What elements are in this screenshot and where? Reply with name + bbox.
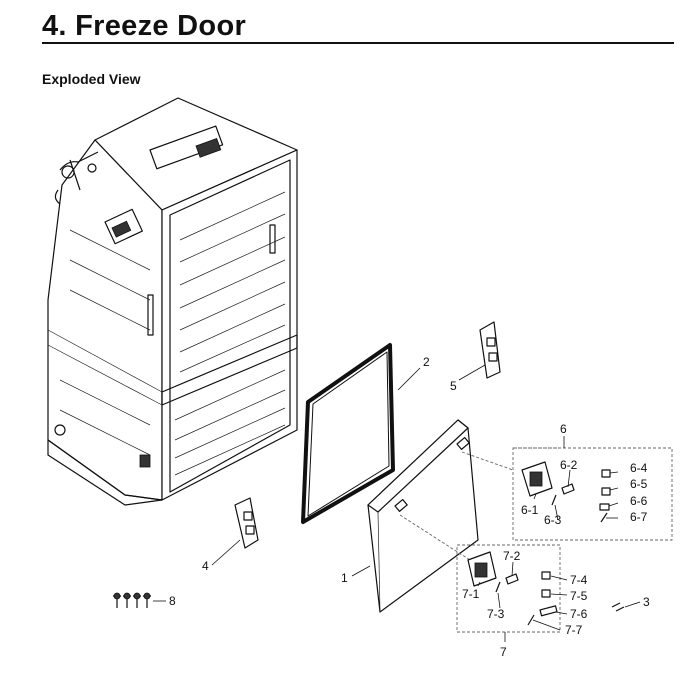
label-7-4: 7-4: [570, 573, 588, 587]
label-6-4: 6-4: [630, 461, 648, 475]
freezer-door: [367, 419, 479, 613]
label-6-6: 6-6: [630, 494, 648, 508]
section-subtitle: Exploded View: [42, 71, 141, 87]
label-8: 8: [169, 594, 176, 608]
label-2: 2: [423, 355, 430, 369]
label-7-7: 7-7: [565, 623, 583, 637]
title-rule: [42, 42, 674, 44]
label-7-1: 7-1: [462, 587, 480, 601]
label-5: 5: [450, 379, 457, 393]
hinge-assembly-7: [399, 514, 561, 633]
hinge-cover-4: [234, 497, 259, 549]
leader-lines: [153, 364, 641, 642]
label-4: 4: [202, 559, 209, 573]
label-6-2: 6-2: [560, 458, 578, 472]
label-7-3: 7-3: [487, 607, 505, 621]
label-7-2: 7-2: [503, 549, 521, 563]
label-1: 1: [341, 571, 348, 585]
door-gasket: [301, 343, 395, 524]
screws-8: [113, 592, 151, 608]
label-7-5: 7-5: [570, 589, 588, 603]
label-6-1: 6-1: [521, 503, 539, 517]
label-7-6: 7-6: [570, 607, 588, 621]
hinge-assembly-6: [461, 447, 673, 541]
label-6-7: 6-7: [630, 510, 648, 524]
hinge-cover-5: [479, 321, 501, 379]
part-labels: 1 2 3 4 5 6 6-1 6-2 6-3 6-4 6-5 6-6 6-7 …: [169, 355, 650, 659]
pins-3: [611, 602, 625, 612]
label-3: 3: [643, 595, 650, 609]
label-6: 6: [560, 422, 567, 436]
page-title: 4. Freeze Door: [42, 10, 247, 42]
label-6-3: 6-3: [544, 513, 562, 527]
label-6-5: 6-5: [630, 477, 648, 491]
label-7: 7: [500, 645, 507, 659]
refrigerator-cabinet: [47, 97, 298, 506]
